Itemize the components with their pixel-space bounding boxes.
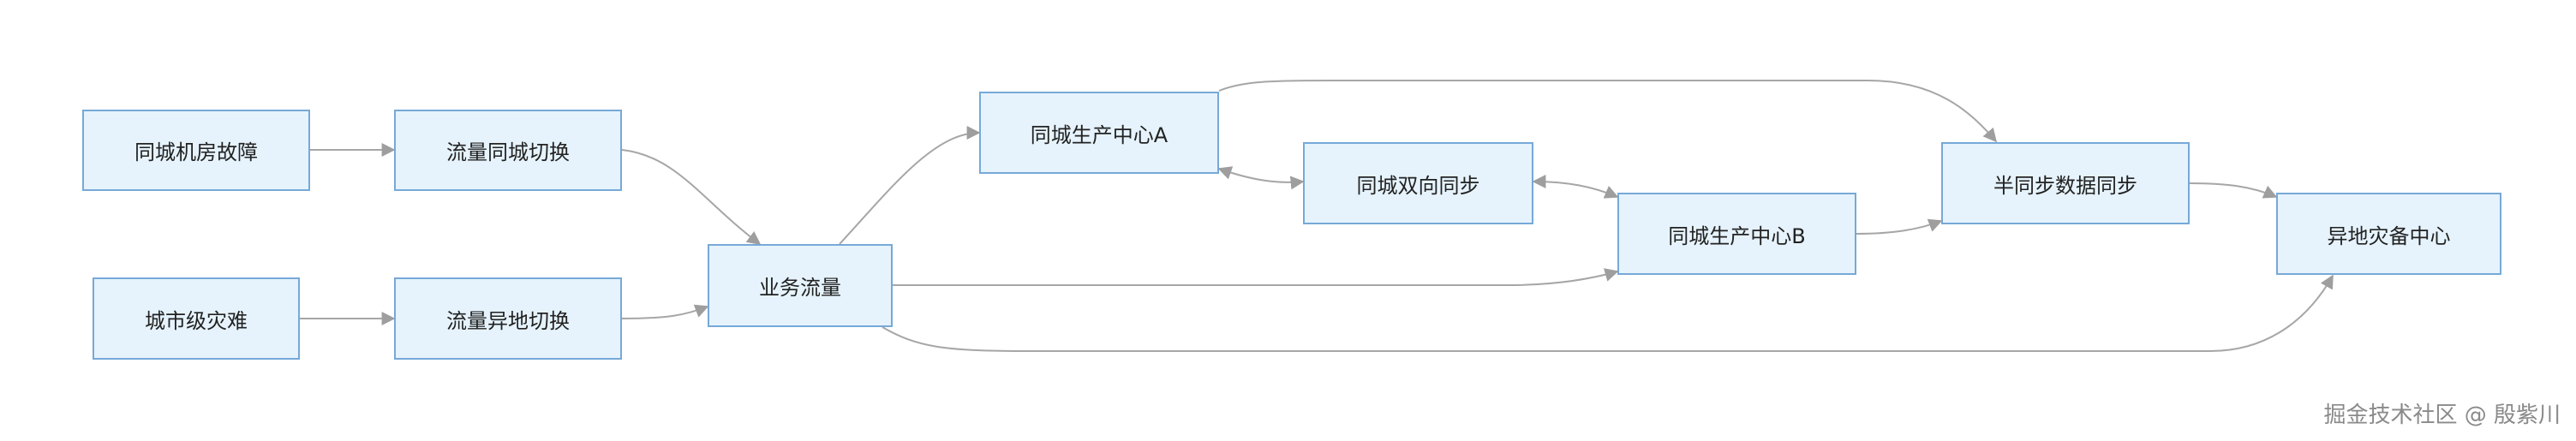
- edge-n5-n8: [893, 268, 1619, 286]
- node-traffic-same-city-switch: 流量同城切换: [394, 110, 622, 191]
- node-production-center-b: 同城生产中心B: [1617, 193, 1856, 275]
- edge-n7-n8: [1532, 175, 1619, 199]
- node-production-center-a: 同城生产中心A: [979, 92, 1219, 174]
- watermark-text: 掘金技术社区 @ 殷紫川: [2323, 402, 2561, 428]
- edge-n8-n9: [1856, 218, 1943, 235]
- node-two-way-sync: 同城双向同步: [1303, 142, 1533, 224]
- edge-n6-n9: [1218, 80, 1998, 143]
- edge-n5-n10: [882, 274, 2334, 352]
- edge-n6-n7: [1217, 166, 1305, 190]
- node-city-dc-failure: 同城机房故障: [82, 110, 310, 191]
- node-city-disaster: 城市级灾难: [93, 277, 300, 360]
- edge-n4-n5: [621, 304, 709, 319]
- node-semi-sync-data-sync: 半同步数据同步: [1941, 142, 2190, 224]
- node-traffic-remote-switch: 流量异地切换: [394, 277, 622, 360]
- edge-n5-n6: [839, 126, 981, 245]
- edge-n9-n10: [2189, 182, 2278, 199]
- edge-n3-n5: [621, 149, 762, 245]
- node-business-traffic: 业务流量: [708, 244, 893, 327]
- node-remote-dr-center: 异地灾备中心: [2276, 193, 2501, 275]
